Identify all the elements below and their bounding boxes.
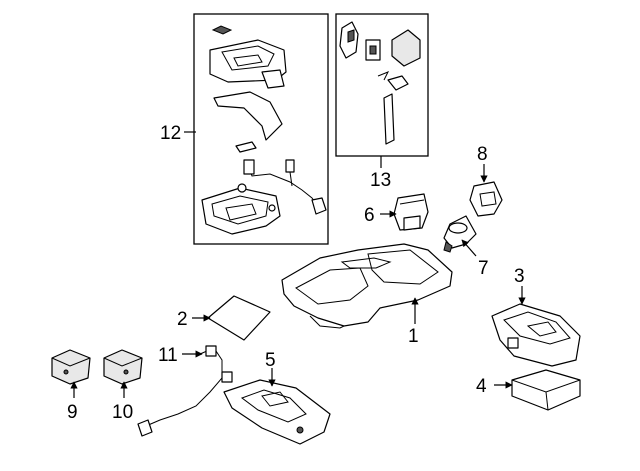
callout-4: 4: [476, 376, 487, 397]
callout-9: 9: [67, 402, 78, 423]
callout-2: 2: [177, 309, 188, 330]
callout-3: 3: [514, 266, 525, 287]
part-2-trim-pad: [207, 295, 271, 341]
callout-10: 10: [112, 402, 133, 423]
callout-13: 13: [370, 170, 391, 191]
part-10-switch: [103, 349, 143, 385]
group-box-13: [335, 13, 429, 157]
callout-8: 8: [477, 144, 488, 165]
part-6-switch: [393, 193, 429, 231]
part-4-pad: [511, 369, 581, 411]
callout-6: 6: [364, 205, 375, 226]
part-7-cigar-lighter: [443, 215, 477, 253]
part-5-console-tray: [223, 379, 331, 445]
callout-12: 12: [160, 123, 181, 144]
part-3-cup-holder: [491, 303, 581, 367]
part-12-clip: [235, 141, 257, 153]
part-12-wire-harness: [243, 159, 327, 215]
part-1-center-console: [281, 243, 453, 329]
part-13-shift-knob-set: [339, 21, 421, 145]
callout-1: 1: [408, 326, 419, 347]
callout-7: 7: [478, 258, 489, 279]
part-12-trim-panel: [213, 91, 283, 141]
part-11-wire-harness: [137, 345, 233, 437]
part-12-bezel-top: [209, 25, 287, 89]
callout-5: 5: [265, 350, 276, 371]
leader-7: [461, 239, 477, 257]
part-9-switch: [51, 349, 91, 385]
part-12-base-bracket: [201, 183, 281, 235]
callout-11: 11: [158, 345, 178, 366]
group-box-12: [193, 13, 329, 245]
part-8-power-outlet-housing: [469, 181, 503, 217]
